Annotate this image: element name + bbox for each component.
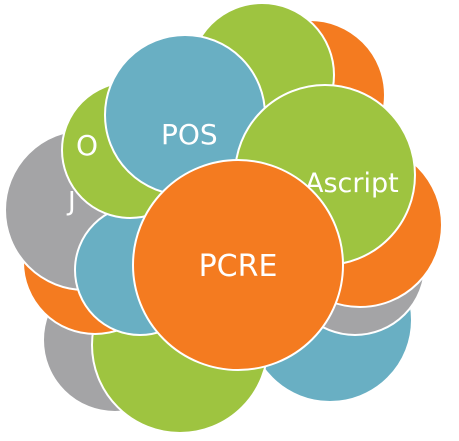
circle-pcre — [132, 159, 344, 371]
label-left-green: O — [76, 129, 98, 162]
label-left-gray: J — [66, 187, 76, 217]
label-posix: POS — [161, 118, 218, 151]
label-pcre: PCRE — [199, 249, 278, 284]
label-javascript: Ascript — [305, 168, 399, 199]
